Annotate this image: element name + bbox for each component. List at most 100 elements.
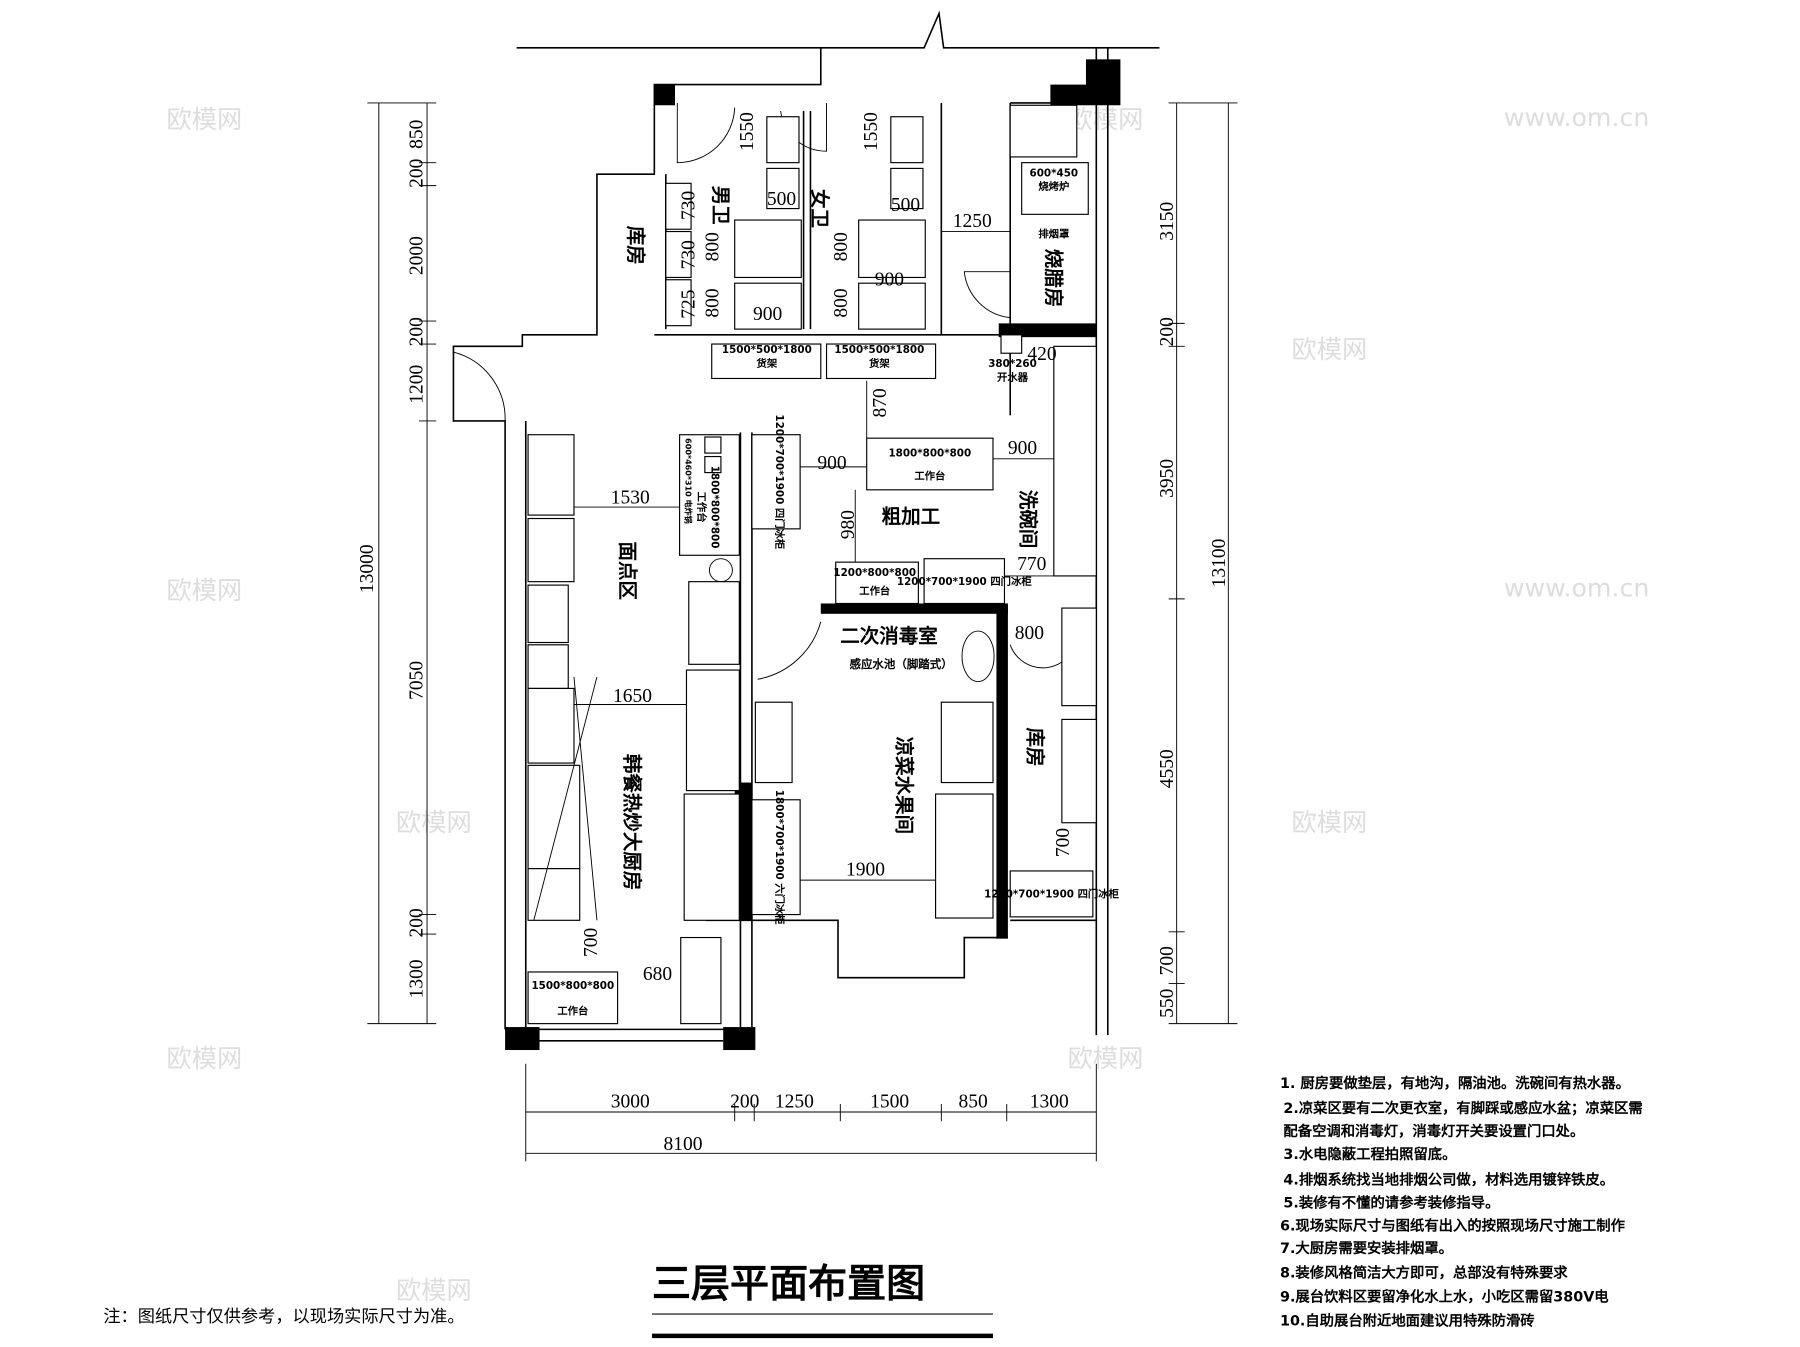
construction-notes: 1. 厨房要做垫层，有地沟，隔油池。洗碗间有热水器。 2.凉菜区要有二次更衣室，…	[1280, 1074, 1643, 1330]
watermark-brand: 欧模网	[396, 1276, 472, 1305]
dim-label: 800	[831, 232, 852, 261]
equipment: 1500*500*1800 货架 1500*500*1800 货架 600*45…	[527, 167, 1120, 1025]
sensor-sink-label: 感应水池（脚踏式）	[849, 657, 952, 671]
footnote: 注：图纸尺寸仅供参考，以现场实际尺寸为准。	[103, 1307, 464, 1327]
dim-total: 8100	[664, 1134, 703, 1155]
note-line: 3.水电隐蔽工程拍照留底。	[1283, 1145, 1456, 1163]
dim-label: 900	[1008, 438, 1037, 459]
note-line: 配备空调和消毒灯，消毒灯开关要设置门口处。	[1283, 1122, 1584, 1140]
shelf2-size: 1500*500*1800	[834, 344, 924, 356]
room-bbq: 烧腊房	[1042, 249, 1065, 308]
water-heater-label: 开水器	[997, 371, 1029, 384]
fixtures	[665, 104, 1089, 330]
room-dishwashing: 洗碗间	[1017, 490, 1040, 549]
left-dimensions: 850 200 2000 200 1200 7050 200 1300 1300…	[357, 102, 437, 1025]
dim-label: 800	[703, 232, 724, 261]
drawing-title: 三层平面布置图	[652, 1262, 925, 1307]
dim-label: 730	[679, 191, 700, 220]
dim-label: 200	[406, 908, 427, 937]
workbench-main-label: 工作台	[914, 469, 945, 482]
dim-label: 1500	[870, 1091, 909, 1112]
workbench-bottom-size: 1500*800*800	[531, 980, 614, 992]
workbench-left-label: 工作台	[695, 492, 708, 523]
dim-label: 1250	[953, 211, 992, 232]
dim-label: 7050	[406, 661, 427, 700]
dim-label: 3000	[611, 1091, 650, 1112]
note-line: 9.展台饮料区要留净化水上水，小吃区需留380V电	[1280, 1287, 1609, 1305]
hood-label: 排烟罩	[1038, 227, 1069, 240]
dim-label: 700	[1053, 828, 1074, 857]
dim-label: 730	[679, 240, 700, 269]
dim-total: 13000	[357, 544, 378, 593]
dim-label: 870	[870, 388, 891, 417]
dim-label: 900	[875, 269, 904, 290]
dim-label: 1300	[406, 959, 427, 998]
shelf2-label: 货架	[868, 357, 890, 370]
workbench-left-size: 1800*800*800	[709, 466, 721, 549]
workbench-bottom-label: 工作台	[557, 1004, 588, 1017]
room-womens-toilet: 女卫	[808, 189, 831, 228]
workbench-small-label: 工作台	[859, 584, 890, 597]
fridge-4door-a: 1200*700*1900 四门冰柜	[773, 414, 786, 549]
dim-label: 500	[767, 189, 796, 210]
room-mens-toilet: 男卫	[709, 186, 732, 225]
dim-label: 900	[753, 304, 782, 325]
inner-dimensions: 1550 1550 500 500 730 730 725 800 800 80…	[573, 112, 1074, 985]
fryer-label: 600*460*310 电炸锅	[683, 438, 693, 523]
dim-label: 200	[406, 317, 427, 346]
dim-label: 200	[406, 159, 427, 188]
dim-label: 980	[838, 510, 859, 539]
note-line: 5.装修有不懂的请参考装修指导。	[1283, 1193, 1499, 1211]
watermark-brand: 欧模网	[1291, 808, 1367, 837]
watermark-brand: 欧模网	[1291, 335, 1367, 364]
shelf1-size: 1500*500*1800	[722, 344, 812, 356]
dim-label: 770	[1017, 554, 1046, 575]
fridge-4door-b: 1200*700*1900 四门冰柜	[897, 575, 1032, 588]
watermark-brand: 欧模网	[396, 808, 472, 837]
note-line: 6.现场实际尺寸与图纸有出入的按照现场尺寸施工制作	[1280, 1216, 1626, 1234]
room-korean-kitchen: 韩餐热炒大厨房	[621, 754, 644, 891]
shelf1-label: 货架	[756, 357, 778, 370]
note-line: 4.排烟系统找当地排烟公司做，材料选用镀锌铁皮。	[1283, 1170, 1614, 1188]
room-pastry: 面点区	[616, 541, 639, 600]
watermark-url: www.om.cn	[1504, 103, 1650, 132]
room-cold-dish: 凉菜水果间	[893, 737, 916, 835]
dim-label: 850	[959, 1091, 988, 1112]
dim-label: 900	[817, 453, 846, 474]
grill-label: 烧烤炉	[1038, 180, 1069, 193]
note-line: 10.自助展台附近地面建议用特殊防滑砖	[1280, 1312, 1535, 1330]
watermark-brand: 欧模网	[166, 1044, 242, 1073]
workbench-small-size: 1200*800*800	[833, 567, 916, 579]
workbench-main-size: 1800*800*800	[889, 448, 972, 460]
room-disinfection: 二次消毒室	[840, 625, 938, 648]
dim-label: 700	[581, 928, 602, 957]
dim-label: 800	[831, 288, 852, 317]
dim-label: 1250	[775, 1091, 814, 1112]
note-line: 2.凉菜区要有二次更衣室，有脚踩或感应水盆；凉菜区需	[1283, 1099, 1642, 1117]
watermark-brand: 欧模网	[1068, 105, 1144, 134]
watermark-url: www.om.cn	[1504, 574, 1650, 603]
dim-label: 700	[1157, 946, 1178, 975]
bottom-dimensions: 3000 200 1250 1500 850 1300 8100	[525, 1063, 1097, 1162]
dim-total: 13100	[1209, 539, 1230, 588]
room-storage-right: 库房	[1024, 727, 1047, 766]
dim-label: 1530	[611, 488, 650, 509]
room-storage-top: 库房	[624, 226, 647, 265]
dim-label: 3150	[1157, 202, 1178, 241]
dim-label: 200	[1157, 317, 1178, 346]
note-line: 7.大厨房需要安装排烟罩。	[1280, 1239, 1453, 1257]
water-heater-size: 380*260	[988, 358, 1037, 370]
grill-size: 600*450	[1030, 167, 1079, 179]
dim-label: 420	[1027, 344, 1056, 365]
dim-label: 3950	[1157, 459, 1178, 498]
dim-label: 1550	[737, 112, 758, 151]
fridge-4door-c: 1200*700*1900 四门冰柜	[984, 887, 1119, 900]
dim-label: 680	[643, 964, 672, 985]
dim-label: 500	[891, 195, 920, 216]
note-line: 8.装修风格简洁大方即可，总部没有特殊要求	[1280, 1263, 1568, 1281]
dim-label: 1300	[1030, 1091, 1069, 1112]
dim-label: 1900	[846, 860, 885, 881]
right-dimensions: 3150 200 3950 4550 700 550 13100	[1157, 102, 1238, 1025]
dim-label: 800	[703, 288, 724, 317]
